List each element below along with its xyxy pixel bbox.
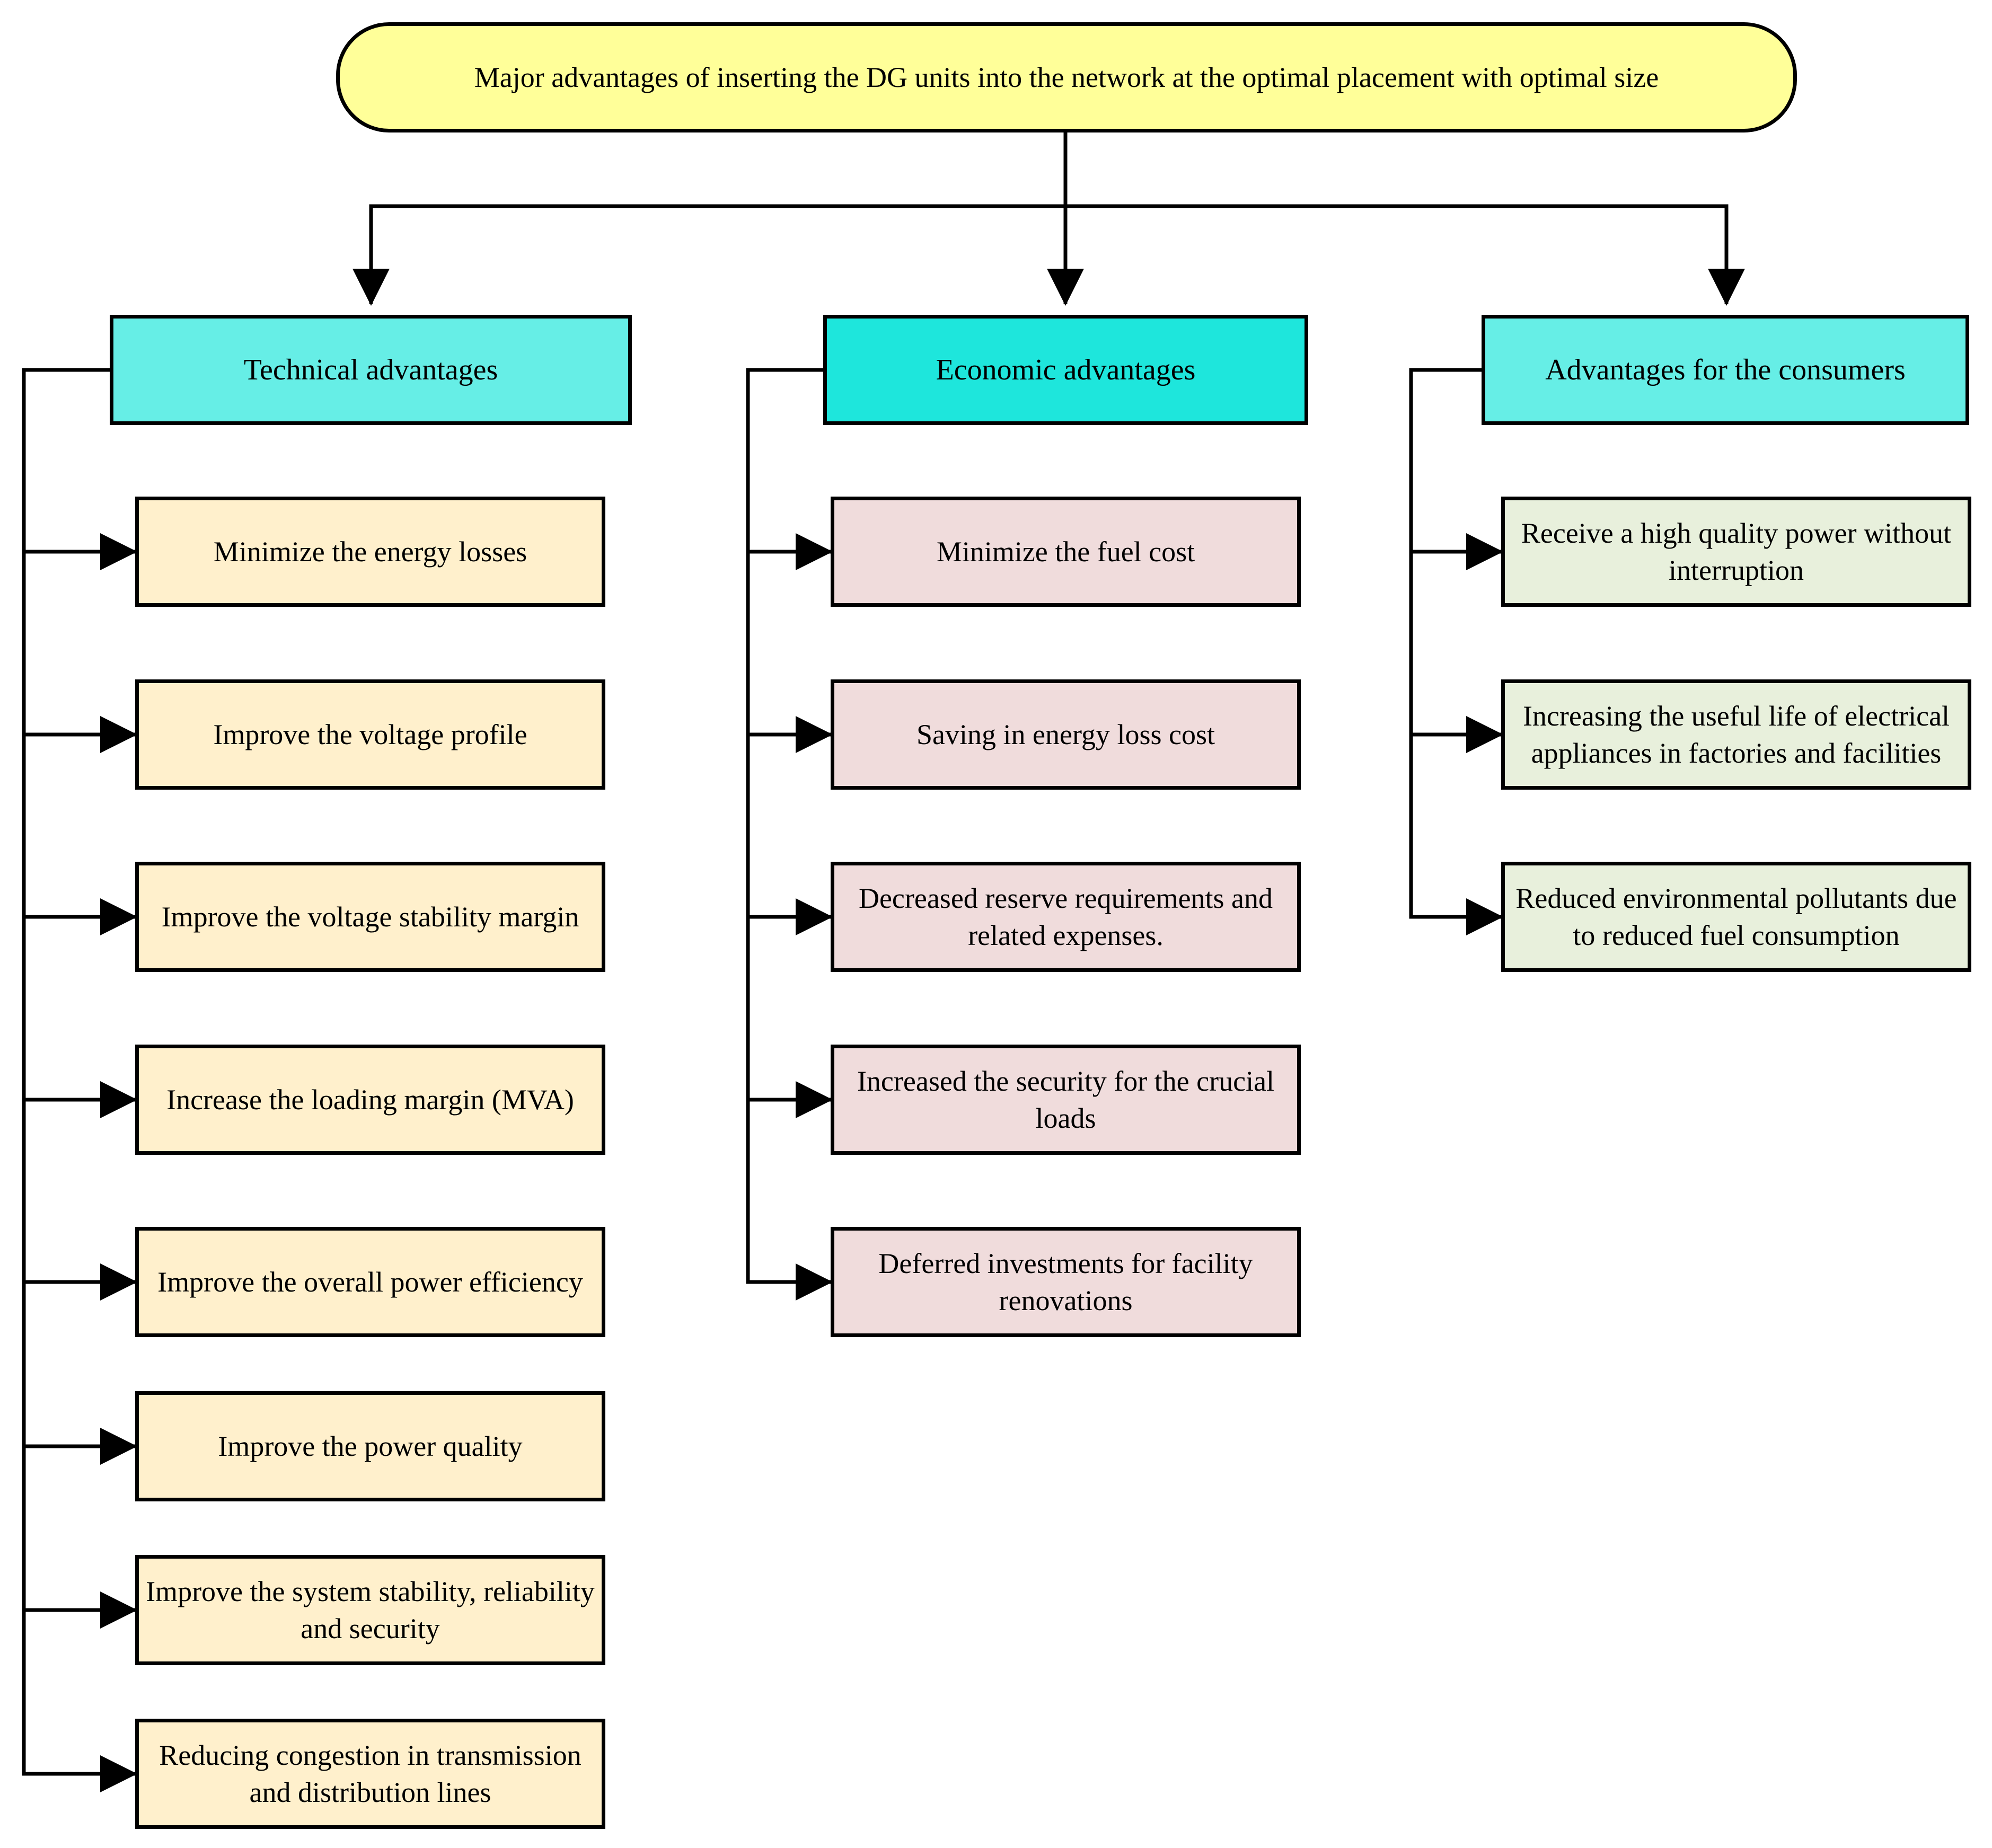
- economic-item: Increased the security for the crucial l…: [831, 1045, 1301, 1155]
- category-consumers-title: Advantages for the consumers: [1545, 353, 1906, 386]
- technical-item: Improve the system stability, reliabilit…: [135, 1555, 605, 1665]
- category-technical: Technical advantages: [110, 315, 632, 425]
- technical-item-text: Improve the power quality: [218, 1430, 523, 1462]
- technical-item-text: Reducing congestion in transmission and …: [159, 1739, 581, 1808]
- root-node-text: Major advantages of inserting the DG uni…: [474, 61, 1659, 93]
- technical-item-text: Improve the system stability, reliabilit…: [146, 1575, 595, 1644]
- technical-item: Improve the voltage profile: [135, 679, 605, 790]
- economic-item-text: Deferred investments for facility renova…: [878, 1247, 1253, 1316]
- technical-item-text: Improve the overall power efficiency: [157, 1266, 583, 1298]
- consumer-item-text: Increasing the useful life of electrical…: [1522, 700, 1950, 769]
- consumer-item: Receive a high quality power without int…: [1501, 497, 1971, 607]
- category-consumers: Advantages for the consumers: [1482, 315, 1969, 425]
- consumer-item: Increasing the useful life of electrical…: [1501, 679, 1971, 790]
- root-node: Major advantages of inserting the DG uni…: [336, 22, 1797, 132]
- technical-item: Improve the overall power efficiency: [135, 1227, 605, 1337]
- category-economic-title: Economic advantages: [936, 353, 1196, 386]
- economic-item: Minimize the fuel cost: [831, 497, 1301, 607]
- technical-item: Improve the power quality: [135, 1391, 605, 1501]
- technical-item: Increase the loading margin (MVA): [135, 1045, 605, 1155]
- economic-item: Saving in energy loss cost: [831, 679, 1301, 790]
- technical-item: Improve the voltage stability margin: [135, 862, 605, 972]
- consumer-item-text: Reduced environmental pollutants due to …: [1515, 882, 1957, 951]
- economic-item: Deferred investments for facility renova…: [831, 1227, 1301, 1337]
- economic-item-text: Decreased reserve requirements and relat…: [858, 882, 1273, 951]
- economic-item-text: Increased the security for the crucial l…: [857, 1065, 1275, 1134]
- consumer-item-text: Receive a high quality power without int…: [1521, 517, 1952, 586]
- technical-item-text: Increase the loading margin (MVA): [166, 1083, 574, 1116]
- economic-item-text: Saving in energy loss cost: [916, 718, 1215, 750]
- technical-item: Minimize the energy losses: [135, 497, 605, 607]
- technical-item-text: Minimize the energy losses: [213, 535, 527, 568]
- economic-item: Decreased reserve requirements and relat…: [831, 862, 1301, 972]
- category-technical-title: Technical advantages: [243, 353, 498, 386]
- technical-item-text: Improve the voltage profile: [213, 718, 527, 750]
- consumer-item: Reduced environmental pollutants due to …: [1501, 862, 1971, 972]
- economic-item-text: Minimize the fuel cost: [936, 535, 1195, 568]
- technical-item: Reducing congestion in transmission and …: [135, 1719, 605, 1829]
- technical-item-text: Improve the voltage stability margin: [161, 900, 579, 933]
- category-economic: Economic advantages: [823, 315, 1308, 425]
